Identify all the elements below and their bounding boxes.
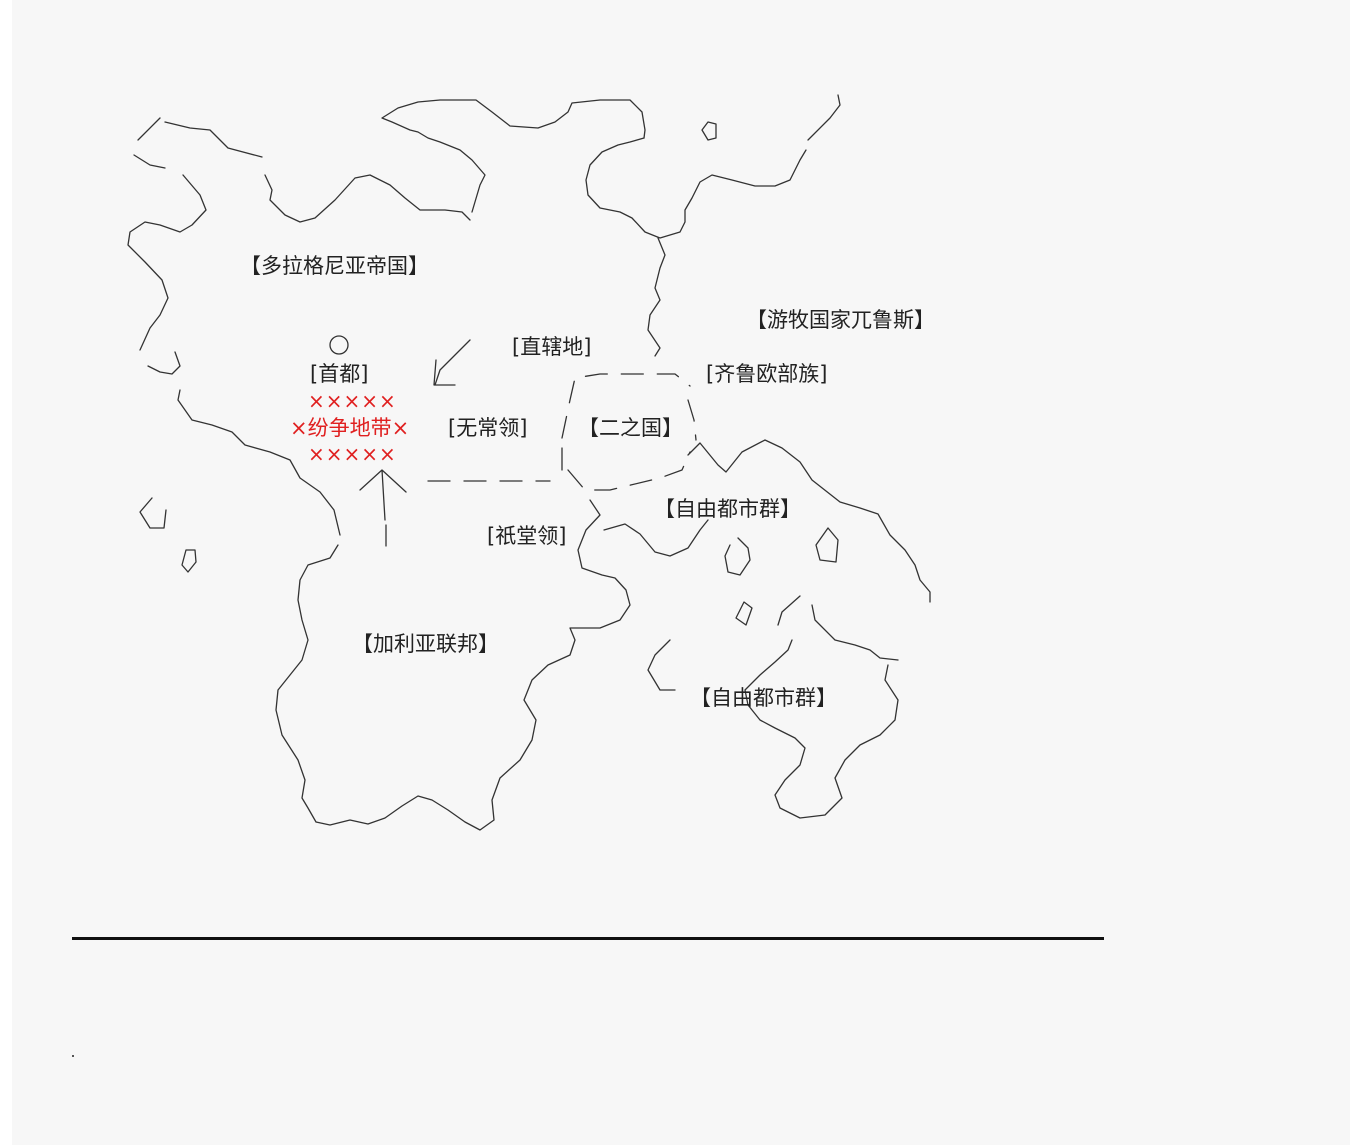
conflict-marks-top: ××××× — [308, 389, 397, 413]
label-nomad-state: 【游牧国家兀鲁斯】 — [746, 308, 935, 332]
label-erzhi-guo: 【二之国】 — [578, 416, 683, 440]
island-3 — [735, 601, 753, 626]
lake-north — [701, 121, 717, 141]
map-page — [12, 0, 1350, 1145]
island-4 — [815, 527, 839, 563]
conflict-marks-bottom: ××××× — [308, 442, 397, 466]
island-2 — [181, 549, 197, 573]
coast-west — [127, 99, 646, 536]
border-inner-dashed-1 — [427, 373, 697, 482]
label-capital: [首都] — [310, 362, 369, 386]
label-qitang-ling: [祇堂领] — [487, 524, 567, 548]
horizontal-divider — [72, 937, 1104, 940]
coast-east-3 — [603, 519, 751, 576]
border-north — [647, 237, 666, 357]
island-5 — [647, 639, 676, 691]
label-galia-federation: 【加利亚联邦】 — [352, 632, 499, 656]
label-conflict-zone: ×纷争地带× — [290, 416, 410, 440]
island-1 — [139, 497, 167, 529]
label-dolagnia-empire: 【多拉格尼亚帝国】 — [240, 254, 429, 278]
label-free-cities-1: 【自由都市群】 — [654, 497, 801, 521]
coast-north-inner — [585, 94, 841, 239]
label-wuchang-ling: [无常领] — [448, 416, 528, 440]
coast-east-2 — [275, 499, 631, 831]
capital-marker — [329, 335, 349, 355]
coast-southeast — [744, 595, 899, 819]
arrow-from-south — [359, 469, 407, 547]
border-inner-dashed-2 — [567, 451, 691, 491]
label-free-cities-2: 【自由都市群】 — [690, 686, 837, 710]
label-qilu-tribe: [齐鲁欧部族] — [706, 362, 828, 386]
stray-dot — [72, 1055, 74, 1057]
coast-capital-arrow — [433, 339, 471, 386]
label-direct-territory: [直辖地] — [512, 335, 592, 359]
coast-east-1 — [687, 439, 931, 603]
